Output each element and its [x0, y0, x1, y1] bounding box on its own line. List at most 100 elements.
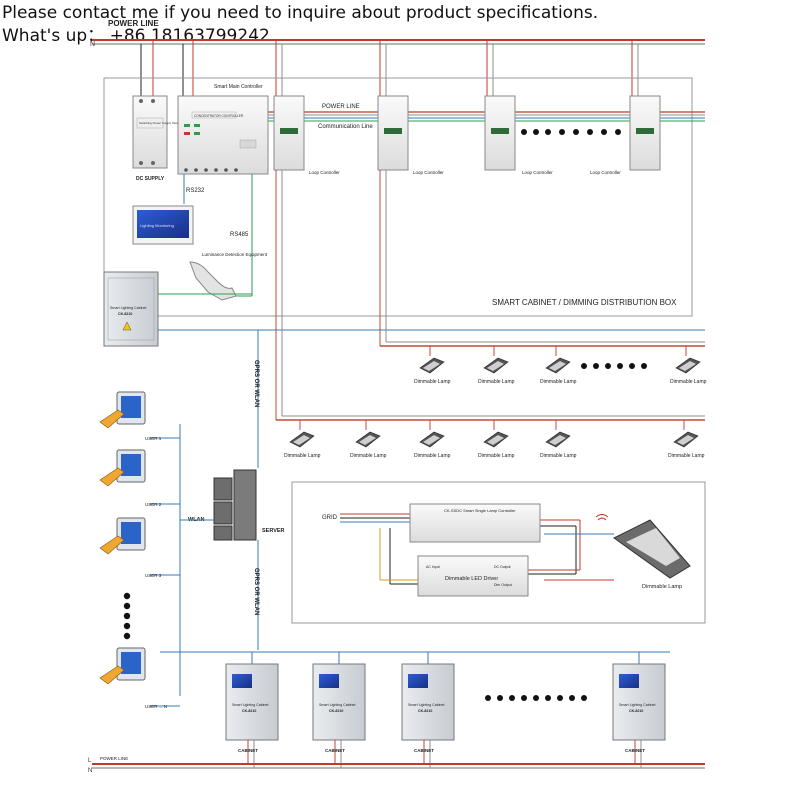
row-2-lamp-5: Dimmable Lamp — [540, 420, 577, 459]
top-power-label: POWER LINE — [108, 19, 159, 28]
grid-label: GRID — [322, 515, 338, 521]
key-icon — [99, 535, 125, 555]
user-1: USER 1 — [99, 391, 180, 441]
cabinet-label: CABINET — [414, 748, 434, 753]
lamp-row-1-ellipsis — [581, 363, 647, 369]
ac-input-label: AC Input — [426, 565, 440, 569]
contact-line: Please contact me if you need to inquire… — [2, 3, 599, 23]
detail-controller-label: CK-SSDC Smart Single Lamp Controller — [444, 508, 516, 513]
dim-output-label: Dim Output — [494, 583, 512, 587]
server-label: SERVER — [262, 528, 285, 534]
inner-power-label: POWER LINE — [322, 104, 360, 110]
loop-controller-1: Loop Controller — [273, 95, 340, 175]
top-n-label: N — [90, 41, 95, 48]
row-2-lamp-label: Dimmable Lamp — [478, 453, 515, 459]
lamp-row-2-wiring — [275, 170, 705, 421]
cabinet-model: CK-8210 — [242, 709, 256, 713]
row-1-lamp-1: Dimmable Lamp — [414, 346, 451, 385]
dc-output-label: DC Output — [494, 565, 511, 569]
row-1-lamp-label: Dimmable Lamp — [478, 379, 515, 385]
loop-controller-3: Loop Controller — [484, 95, 553, 175]
cabinet-model: CK-8210 — [629, 709, 643, 713]
row-2-lamp-3: Dimmable Lamp — [414, 420, 451, 459]
dc-supply-body-text: Switching Power Supply Module — [139, 121, 182, 125]
row-1-lamp-label: Dimmable Lamp — [670, 379, 707, 385]
user-2: USER 2 — [99, 449, 180, 507]
row-2-lamp-label: Dimmable Lamp — [414, 453, 451, 459]
row-2-lamp-4: Dimmable Lamp — [478, 420, 515, 459]
detail-lamp-label: Dimmable Lamp — [642, 584, 682, 590]
led-driver: Dimmable LED Driver AC Input DC Output D… — [417, 555, 529, 597]
bottom-power-label: POWER LINE — [100, 756, 128, 761]
cabinet-label: CABINET — [238, 748, 258, 753]
loop-ellipsis — [521, 129, 621, 135]
key-icon — [99, 665, 125, 685]
user-label: USER 3 — [145, 573, 162, 578]
user-list: USER 1 USER 2 USER 3 USER ... N — [99, 391, 180, 709]
server: SERVER — [213, 469, 285, 541]
loop-controller-2-label: Loop Controller — [413, 170, 444, 175]
user-label: USER 1 — [145, 436, 162, 441]
luminance-label: Luminance Detection Equipment — [202, 252, 268, 257]
row-2-lamp-2: Dimmable Lamp — [350, 420, 387, 459]
master-cabinet: Smart Lighting Cabinet CK-8210 — [103, 271, 159, 347]
row-2-lamp-label: Dimmable Lamp — [350, 453, 387, 459]
dc-supply-module: Switching Power Supply Module DC SUPPLY — [132, 95, 182, 182]
grid-wiring: GRID — [322, 513, 614, 585]
monitor-screen-text: Lighting Monitoring — [140, 223, 174, 228]
cabinet-name: Smart Lighting Cabinet — [408, 703, 445, 707]
loop-controller-3-label: Loop Controller — [522, 170, 553, 175]
cabinet-name: Smart Lighting Cabinet — [619, 703, 656, 707]
cabinet-ellipsis — [485, 695, 587, 701]
row-2-lamp-6: Dimmable Lamp — [668, 420, 705, 459]
loop-controller-2: Loop Controller — [377, 95, 444, 175]
cabinet-label: CABINET — [625, 748, 645, 753]
rs485-label: RS485 — [230, 232, 249, 238]
monitor-screen: Lighting Monitoring — [132, 205, 194, 245]
rs232-label: RS232 — [186, 188, 205, 194]
row-2-lamp-label: Dimmable Lamp — [540, 453, 577, 459]
loop-controller-4: Loop Controller — [590, 95, 661, 175]
comm-line-label: Communication Line — [318, 124, 373, 130]
street-lamp-icon: Dimmable Lamp — [613, 519, 691, 590]
main-controller-label: Smart Main Controller — [214, 84, 263, 90]
row-1-lamp-3: Dimmable Lamp — [540, 346, 577, 385]
row-1-lamp-2: Dimmable Lamp — [478, 346, 515, 385]
top-power-line: POWER LINE N — [90, 19, 705, 96]
cabinet-row: Smart Lighting CabinetCK-8210CABINETSmar… — [225, 652, 666, 768]
lamp-row-1-wiring — [379, 170, 705, 347]
cabinet-label: CABINET — [325, 748, 345, 753]
gprs-link-top: GPRS OR WLAN — [253, 330, 259, 468]
bottom-n-label: N — [88, 768, 92, 774]
smart-cabinet-title: SMART CABINET / DIMMING DISTRIBUTION BOX — [492, 298, 677, 307]
detail-driver-label: Dimmable LED Driver — [445, 576, 498, 582]
dc-supply-label: DC SUPPLY — [136, 176, 165, 182]
master-cabinet-model: CK-8210 — [118, 312, 132, 316]
users-ellipsis — [123, 592, 131, 640]
key-icon — [99, 409, 125, 429]
smart-cabinet-box — [103, 77, 693, 317]
gprs-link-bottom: GPRS OR WLAN — [253, 540, 259, 650]
loop-controller-1-label: Loop Controller — [309, 170, 340, 175]
main-controller-body-text: CONCENTRATOR CONTROLLER — [194, 114, 244, 118]
user-label: USER 2 — [145, 502, 162, 507]
bottom-power-line: L N POWER LINE — [88, 756, 705, 774]
row-2-lamp-1: Dimmable Lamp — [284, 420, 321, 459]
gprs-bottom-label: GPRS OR WLAN — [253, 568, 259, 615]
row-2-lamp-label: Dimmable Lamp — [284, 453, 321, 459]
row-1-lamp-4: Dimmable Lamp — [670, 346, 707, 385]
row-1-lamp-label: Dimmable Lamp — [414, 379, 451, 385]
cabinet-name: Smart Lighting Cabinet — [319, 703, 356, 707]
wireless-signal-icon — [595, 514, 609, 521]
single-lamp-controller: CK-SSDC Smart Single Lamp Controller — [409, 503, 541, 543]
user-4: USER ... N — [99, 647, 180, 709]
user-3: USER 3 — [99, 517, 180, 578]
user-label: USER ... N — [145, 704, 167, 709]
